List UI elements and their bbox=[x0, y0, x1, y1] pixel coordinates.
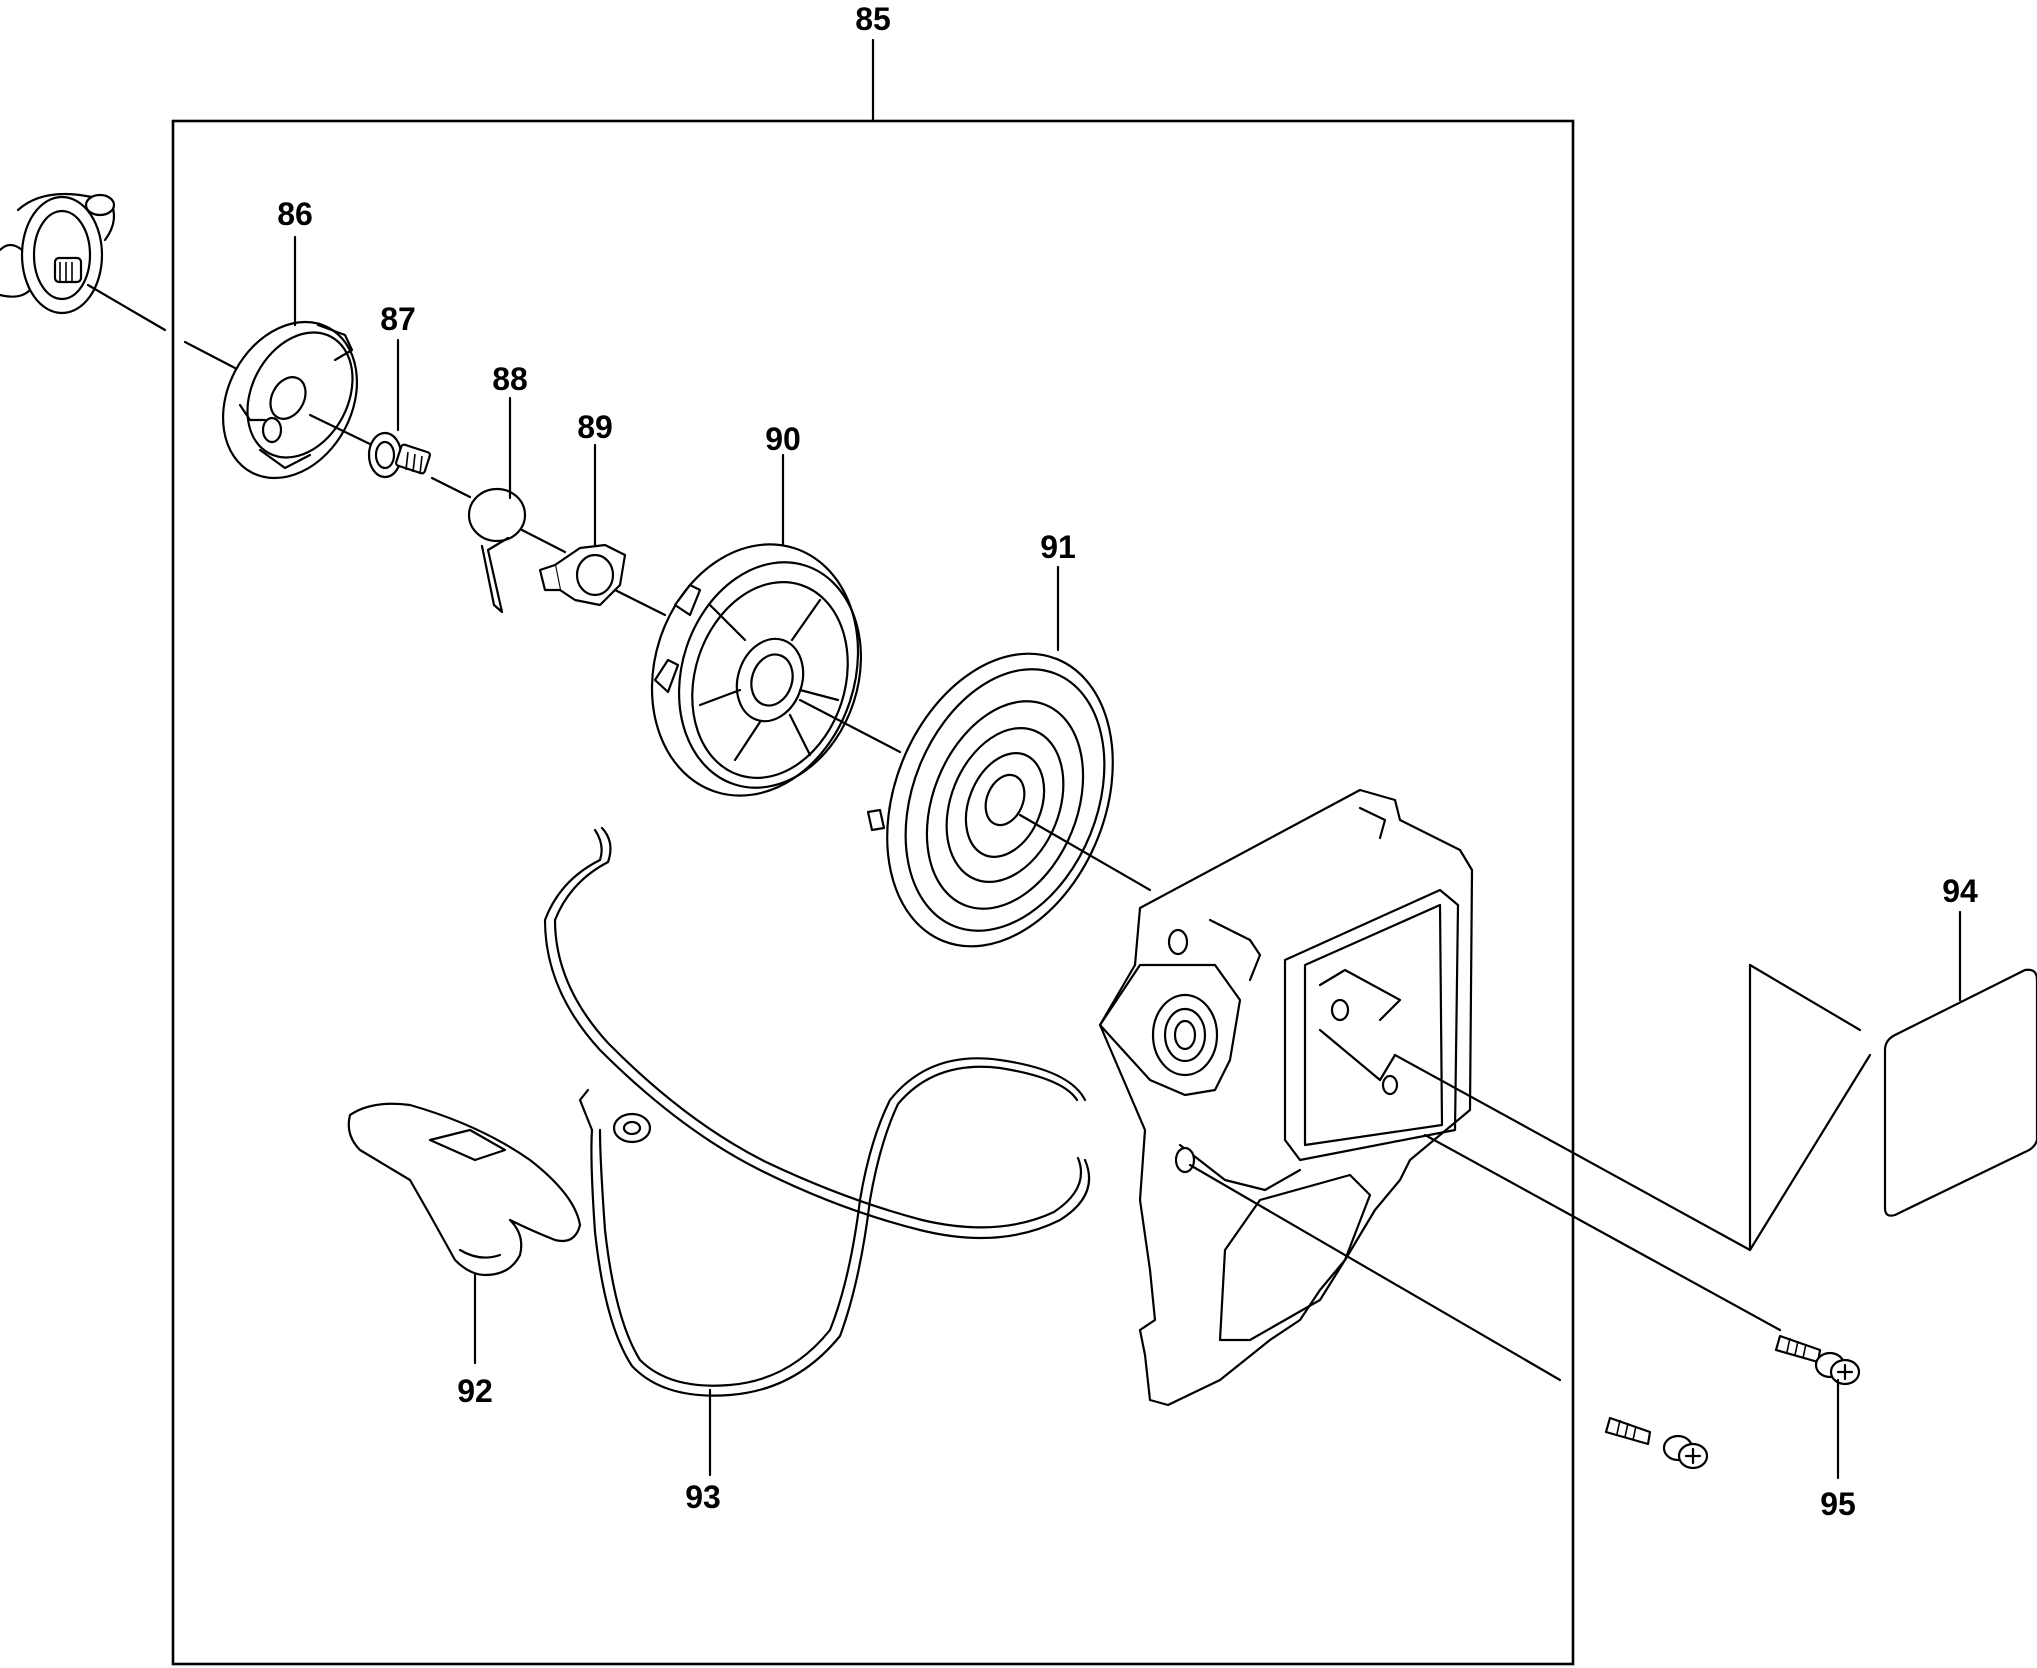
part-label-88: 88 bbox=[492, 361, 528, 397]
starter-housing-drawing bbox=[1098, 788, 1474, 1407]
flywheel-hub-drawing bbox=[0, 192, 237, 370]
part-label-91: 91 bbox=[1040, 529, 1076, 565]
part-label-92: 92 bbox=[457, 1373, 493, 1409]
part-label-89: 89 bbox=[577, 409, 613, 445]
part-label-87: 87 bbox=[380, 301, 416, 337]
part-label-85: 85 bbox=[855, 1, 891, 37]
rope-reel-drawing bbox=[650, 543, 902, 797]
label-drawing bbox=[1393, 963, 2037, 1252]
pawl-drawing bbox=[538, 543, 667, 617]
part-label-95: 95 bbox=[1820, 1486, 1856, 1522]
part-label-94: 94 bbox=[1942, 873, 1978, 909]
spring-clip-drawing bbox=[467, 487, 567, 614]
starter-handle-drawing bbox=[347, 1102, 582, 1277]
starter-rope-drawing bbox=[543, 826, 1091, 1397]
part-label-90: 90 bbox=[765, 421, 801, 457]
part-label-93: 93 bbox=[685, 1479, 721, 1515]
bolt-drawing bbox=[367, 431, 472, 499]
starter-pulley-drawing bbox=[221, 320, 374, 480]
screw-drawing bbox=[1188, 1133, 1861, 1470]
recoil-spring-drawing bbox=[866, 652, 1152, 948]
part-label-86: 86 bbox=[277, 196, 313, 232]
